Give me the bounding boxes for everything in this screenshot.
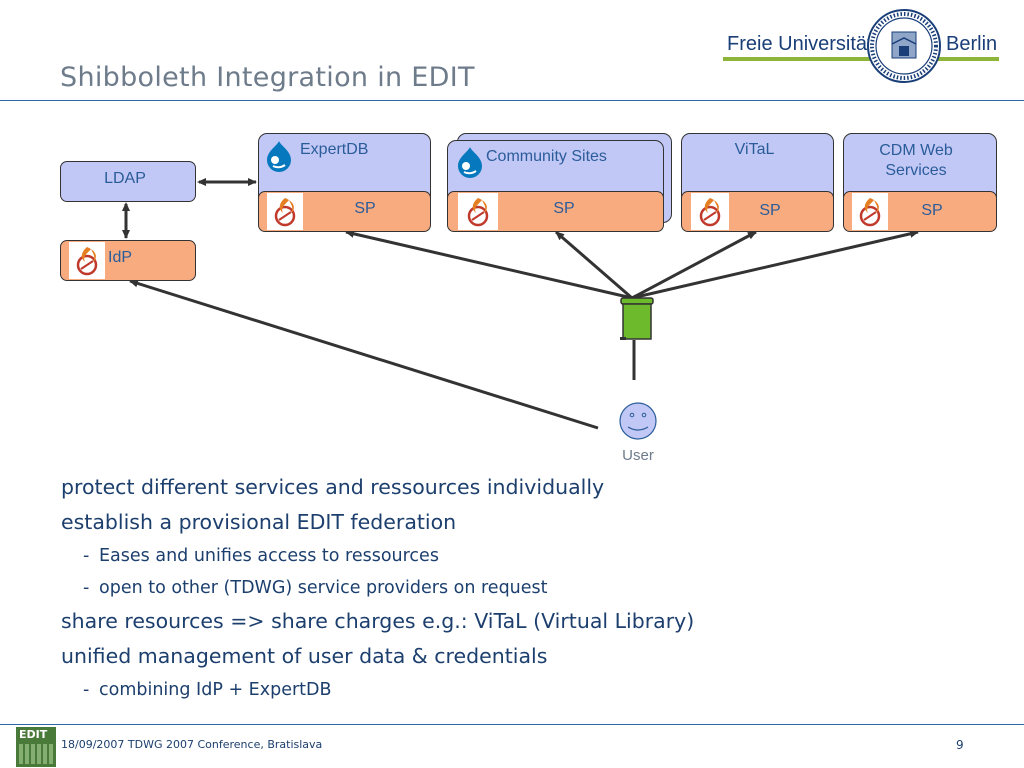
bullet-item: unified management of user data & creden… [61,644,548,668]
user-label: User [622,447,654,464]
drupal-icon [267,141,291,172]
bullet-list: protect different services and ressource… [61,470,961,706]
sub-bullet-text: Eases and unifies access to ressources [99,546,439,566]
sub-bullet-item: -open to other (TDWG) service providers … [83,578,548,598]
community-sites-sp-label: SP [553,200,575,217]
shibboleth-icon [699,198,721,227]
shibboleth-icon [467,198,489,227]
sub-bullet-item: -Eases and unifies access to ressources [83,546,439,566]
expertdb-sp-label: SP [354,200,376,217]
bullet-item: protect different services and ressource… [61,475,605,499]
shibboleth-icon [274,198,296,227]
shibboleth-icon [859,198,881,227]
edit-logo-text: EDIT [19,728,48,741]
drupal-icon [458,147,482,178]
shibboleth-icon [76,247,98,276]
sub-bullet-text: open to other (TDWG) service providers o… [99,578,548,598]
university-seal-icon [867,9,941,83]
footer-text: 18/09/2007 TDWG 2007 Conference, Bratisl… [61,738,323,751]
ldap-label: LDAP [104,170,146,187]
expertdb-label: ExpertDB [300,141,369,158]
bullet-item: share resources => share charges e.g.: V… [61,609,695,633]
edit-logo: EDIT [16,727,56,767]
university-name-left: Freie Universität [727,33,873,55]
header-divider [0,100,1024,101]
page-number: 9 [956,738,964,752]
cdm-web-services-label: CDM Web Services [879,142,953,179]
vital-label: ViTaL [734,141,775,158]
university-name-right: Berlin [946,33,998,55]
cdm-web-services-sp-label: SP [921,202,943,219]
vital-sp-label: SP [759,202,781,219]
sub-bullet-item: -combining IdP + ExpertDB [83,680,332,700]
user-smiley-icon [619,402,657,440]
sub-bullet-text: combining IdP + ExpertDB [99,680,332,700]
wayf-bin-icon [620,297,654,340]
page-title: Shibboleth Integration in EDIT [60,62,475,93]
ldap-box [60,161,196,202]
bullet-item: establish a provisional EDIT federation [61,510,457,534]
community-sites-label: Community Sites [486,148,607,165]
edit-logo-pattern [19,744,53,764]
footer-divider [0,724,1024,725]
idp-label: IdP [108,249,133,266]
logo-underline [723,57,999,61]
